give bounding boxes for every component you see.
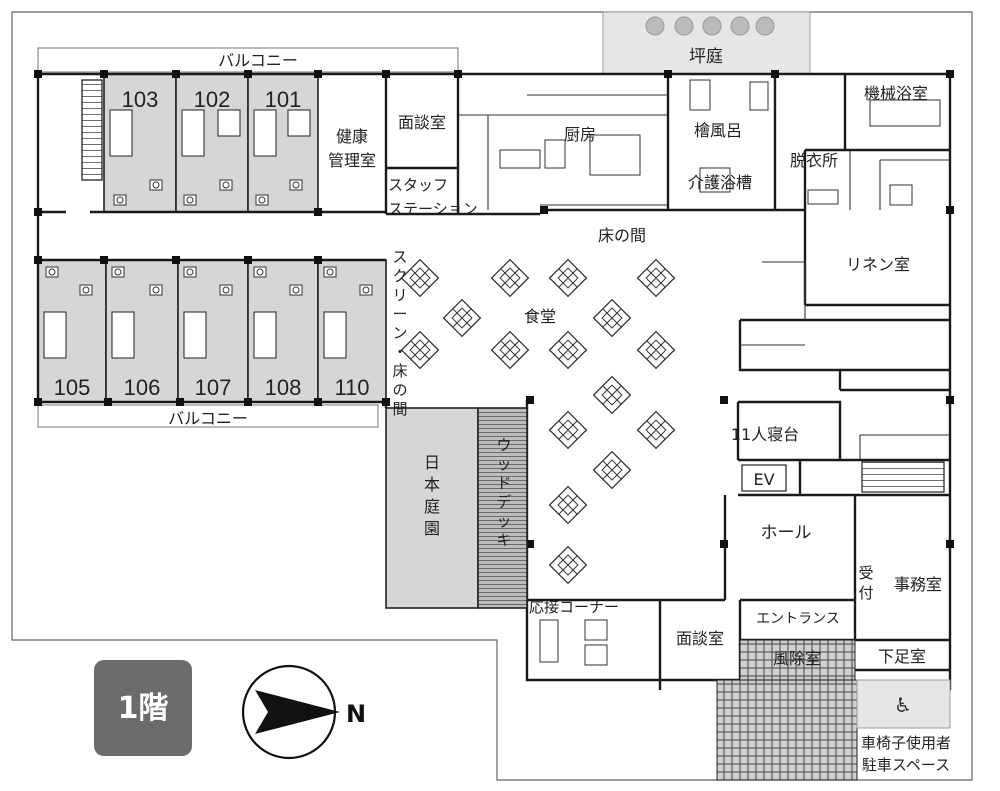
garden-shrubs [645,16,775,36]
label-chubo: 厨房 [564,125,596,144]
label-wood-deck: ウッドデッキ [496,436,511,549]
site-boundary [11,11,973,781]
balcony-bottom-outline [37,404,379,428]
label-uketsuke: 受付 [858,564,873,602]
label-balcony-bottom: バルコニー [168,409,248,428]
parking-space [856,679,951,729]
label-mendan-bottom: 面談室 [676,629,724,648]
approach-tiles [716,679,858,781]
thin-walls [458,94,950,460]
north-arrow-icon [255,690,340,734]
label-osetsu: 応接コーナー [529,598,619,616]
label-linen: リネン室 [846,255,910,274]
north-label: N [346,700,366,728]
room-105: 105 [54,375,91,400]
label-datsui: 脱衣所 [790,151,838,170]
room-102: 102 [194,87,231,112]
label-parking: 車椅子使用者駐車スペース [861,734,951,774]
label-mendan-top: 面談室 [398,113,446,132]
label-hinoki: 檜風呂 [694,121,742,140]
wood-deck-area [477,407,528,609]
label-fujo: 風除室 [773,649,821,668]
label-balcony-top: バルコニー [218,51,298,70]
room-110: 110 [334,375,369,400]
label-nihon-teien: 日本庭園 [424,453,440,538]
label-shokudo: 食堂 [524,307,556,326]
room-106: 106 [124,375,161,400]
label-kenko: 健康管理室 [328,127,376,170]
beds [43,109,347,359]
label-hall: ホール [761,523,812,543]
label-kaigo: 介護浴槽 [688,173,752,192]
label-kikai: 機械浴室 [864,84,928,103]
ev-box [741,464,787,492]
columns [34,70,954,548]
nihon-teien-area [385,407,479,609]
entrance-mat [739,639,856,681]
room-107: 107 [195,375,232,400]
wheelchair-icon: ♿ [894,693,912,717]
label-entrance: エントランス [756,611,840,627]
floor-label: 1階 [118,691,169,726]
room-108: 108 [265,375,302,400]
fixtures [499,79,941,666]
label-jimu: 事務室 [894,575,942,594]
stair-right [861,461,945,493]
label-screen: スクリーン・床の間 [392,248,407,418]
label-tsuboniwa: 坪庭 [689,47,723,67]
room-101: 101 [265,87,302,112]
label-gesoku: 下足室 [878,647,926,666]
label-staff: スタッフステーション [388,176,478,218]
label-tokonoma-top: 床の間 [598,226,646,245]
floor-badge [94,660,192,756]
room-103: 103 [122,87,159,112]
label-shinshitsu: 11人寝台 [731,425,799,444]
stair-left [81,79,103,181]
label-ev: EV [753,470,774,489]
